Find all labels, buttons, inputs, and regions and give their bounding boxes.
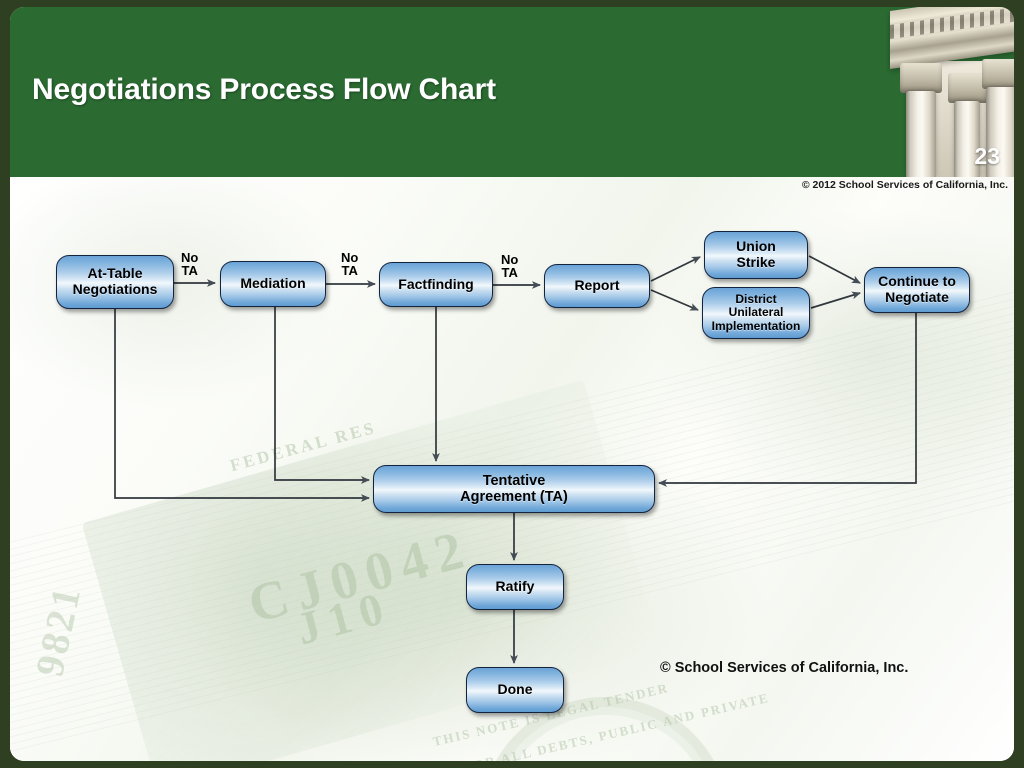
photo-column-capital-left: [900, 63, 942, 93]
edge-at-table-to-ta: [114, 309, 370, 502]
node-done[interactable]: Done: [466, 667, 564, 713]
edge-union-strike-to-continue: [808, 255, 861, 284]
photo-column-shaft-mid: [954, 101, 980, 177]
node-report[interactable]: Report: [544, 264, 650, 308]
node-mediation[interactable]: Mediation: [220, 261, 326, 307]
slide-content: FEDERAL RES CJ0042 J10 THIS NOTE IS LEGA…: [10, 177, 1014, 761]
photo-column-shaft-left: [906, 91, 936, 177]
node-label: Mediation: [240, 275, 306, 292]
edge-report-to-district: [650, 289, 699, 311]
slide-header: Negotiations Process Flow Chart 23: [10, 7, 1014, 177]
copyright-top: © 2012 School Services of California, In…: [801, 179, 1008, 191]
edge-report-to-union-strike: [650, 256, 701, 282]
page-title: Negotiations Process Flow Chart: [32, 73, 496, 106]
node-factfinding[interactable]: Factfinding: [379, 262, 493, 307]
node-label: Ratify: [495, 578, 535, 595]
photo-column-shaft-right: [986, 87, 1014, 177]
edge-mediation-to-ta: [274, 307, 370, 484]
slide-number: 23: [974, 143, 1000, 169]
photo-column-capital-right: [982, 59, 1014, 89]
node-label: Factfinding: [398, 275, 474, 292]
copyright-middle: © School Services of California, Inc.: [660, 660, 909, 676]
node-label: Done: [497, 681, 533, 698]
slide-frame: Negotiations Process Flow Chart 23 FEDER…: [10, 7, 1014, 761]
capitol-columns-photo: [886, 7, 1014, 177]
edge-district-to-continue: [810, 291, 861, 309]
node-label: Report: [574, 277, 620, 294]
node-ratify[interactable]: Ratify: [466, 564, 564, 610]
